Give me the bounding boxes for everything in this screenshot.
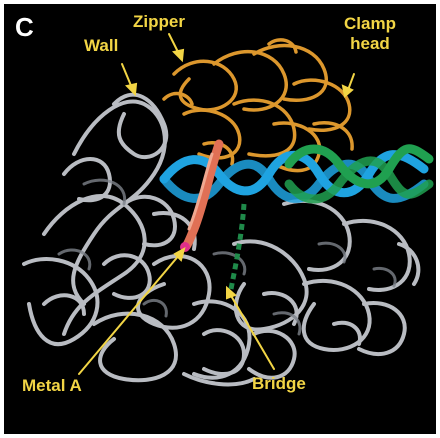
bridge-label-text: Bridge <box>252 374 306 393</box>
clamp-arrow <box>347 73 355 91</box>
clamp-head-domain <box>162 38 354 173</box>
bridge-label: Bridge <box>252 374 306 394</box>
clamp-head-label: Clamp head <box>344 14 396 54</box>
wall-label-text: Wall <box>84 36 119 55</box>
wall-label: Wall <box>84 36 118 56</box>
metal-a-label-text: Metal A <box>22 376 82 395</box>
polymerase-structure-figure <box>22 33 434 387</box>
clamp-head-label-line1: Clamp <box>344 14 396 33</box>
metal-a-arrow <box>78 253 181 375</box>
clamp-head-label-line2: head <box>350 34 390 53</box>
protein-backbone-shadow <box>57 178 397 336</box>
bridge-arrow <box>229 293 275 370</box>
wall-arrow <box>121 63 133 89</box>
panel-letter: C <box>15 12 34 42</box>
figure-panel: C Wall Zipper Clamp head Metal A Bridge <box>4 4 436 434</box>
callout-arrows <box>78 33 355 375</box>
zipper-label: Zipper <box>133 12 185 32</box>
metal-a-label: Metal A <box>22 376 82 396</box>
protein-backbone <box>22 92 421 387</box>
bridge-helix <box>227 203 247 295</box>
zipper-label-text: Zipper <box>133 12 185 31</box>
